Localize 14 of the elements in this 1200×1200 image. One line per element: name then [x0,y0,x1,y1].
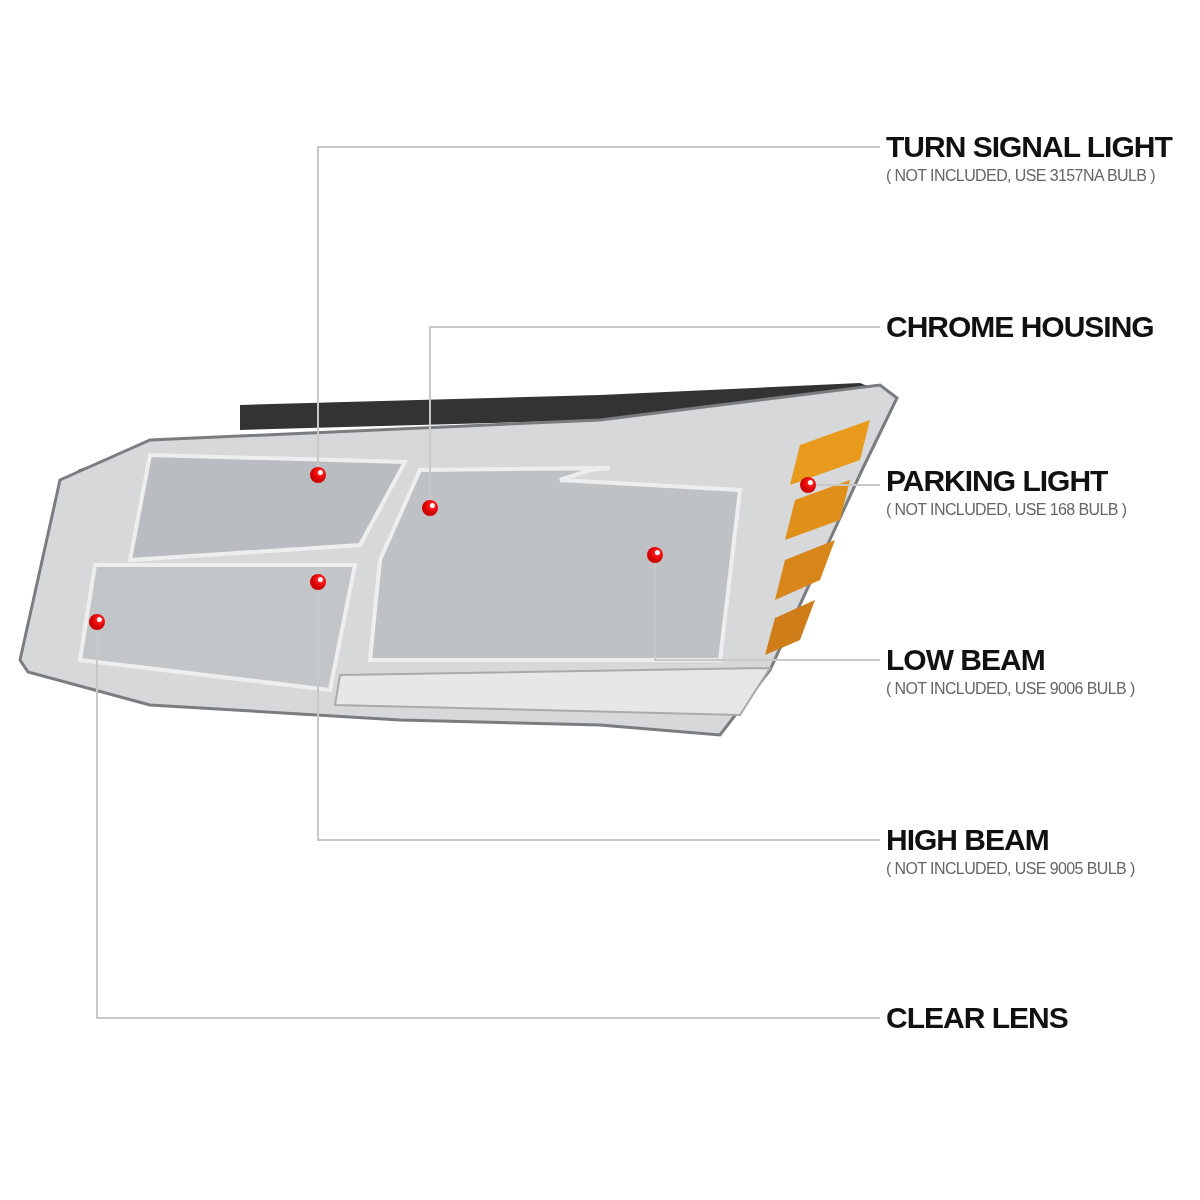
callout-title: CLEAR LENS [886,1000,1068,1036]
callout-title: CHROME HOUSING [886,309,1154,345]
callout-note: ( NOT INCLUDED, USE 168 BULB ) [886,500,1127,520]
leader-line [654,562,881,661]
callout-note: ( NOT INCLUDED, USE 9006 BULB ) [886,679,1135,699]
callout-title: PARKING LIGHT [886,463,1108,499]
callout-title: TURN SIGNAL LIGHT [886,129,1172,165]
leader-line [429,326,881,501]
callout-title: HIGH BEAM [886,822,1049,858]
leader-line [815,484,881,486]
callout-note: ( NOT INCLUDED, USE 9005 BULB ) [886,859,1135,879]
callout-title: LOW BEAM [886,642,1045,678]
leader-line [317,146,881,468]
callout-note: ( NOT INCLUDED, USE 3157NA BULB ) [886,166,1155,186]
